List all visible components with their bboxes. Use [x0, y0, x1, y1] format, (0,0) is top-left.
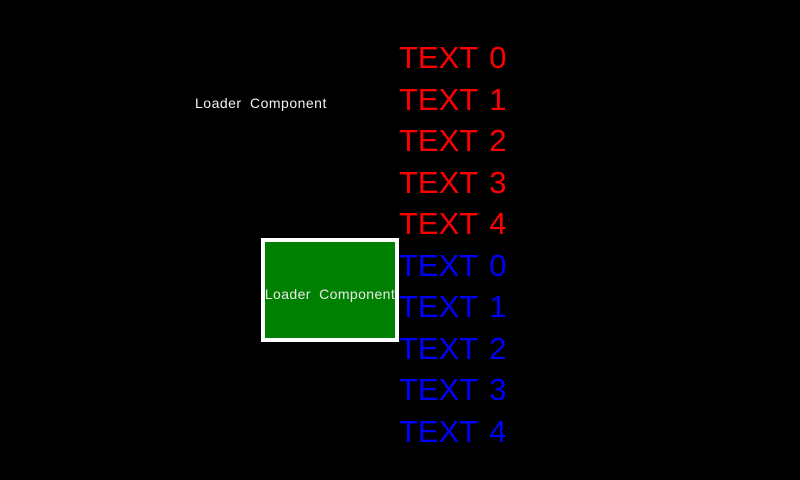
- blue-text-item-0: TEXT 0: [399, 247, 507, 283]
- blue-text-item-3: TEXT 3: [399, 372, 507, 407]
- blue-text-list: TEXT 0 TEXT 1 TEXT 2 TEXT 3 TEXT 4: [399, 245, 507, 453]
- loader-component-label: Loader Component: [195, 95, 327, 111]
- loader-component-box-label: Loader Component: [264, 286, 396, 302]
- red-text-item-0: TEXT 0: [399, 40, 507, 75]
- blue-text-item-2: TEXT 2: [399, 330, 507, 366]
- red-text-item-2: TEXT 2: [399, 123, 507, 158]
- red-text-list: TEXT 0 TEXT 1 TEXT 2 TEXT 3 TEXT 4: [399, 37, 507, 245]
- red-text-item-3: TEXT 3: [399, 164, 507, 200]
- blue-text-item-1: TEXT 1: [399, 289, 507, 324]
- loader-component-box[interactable]: Loader Component: [261, 238, 399, 342]
- blue-text-item-4: TEXT 4: [399, 413, 507, 449]
- red-text-item-1: TEXT 1: [399, 81, 507, 117]
- red-text-item-4: TEXT 4: [399, 206, 507, 241]
